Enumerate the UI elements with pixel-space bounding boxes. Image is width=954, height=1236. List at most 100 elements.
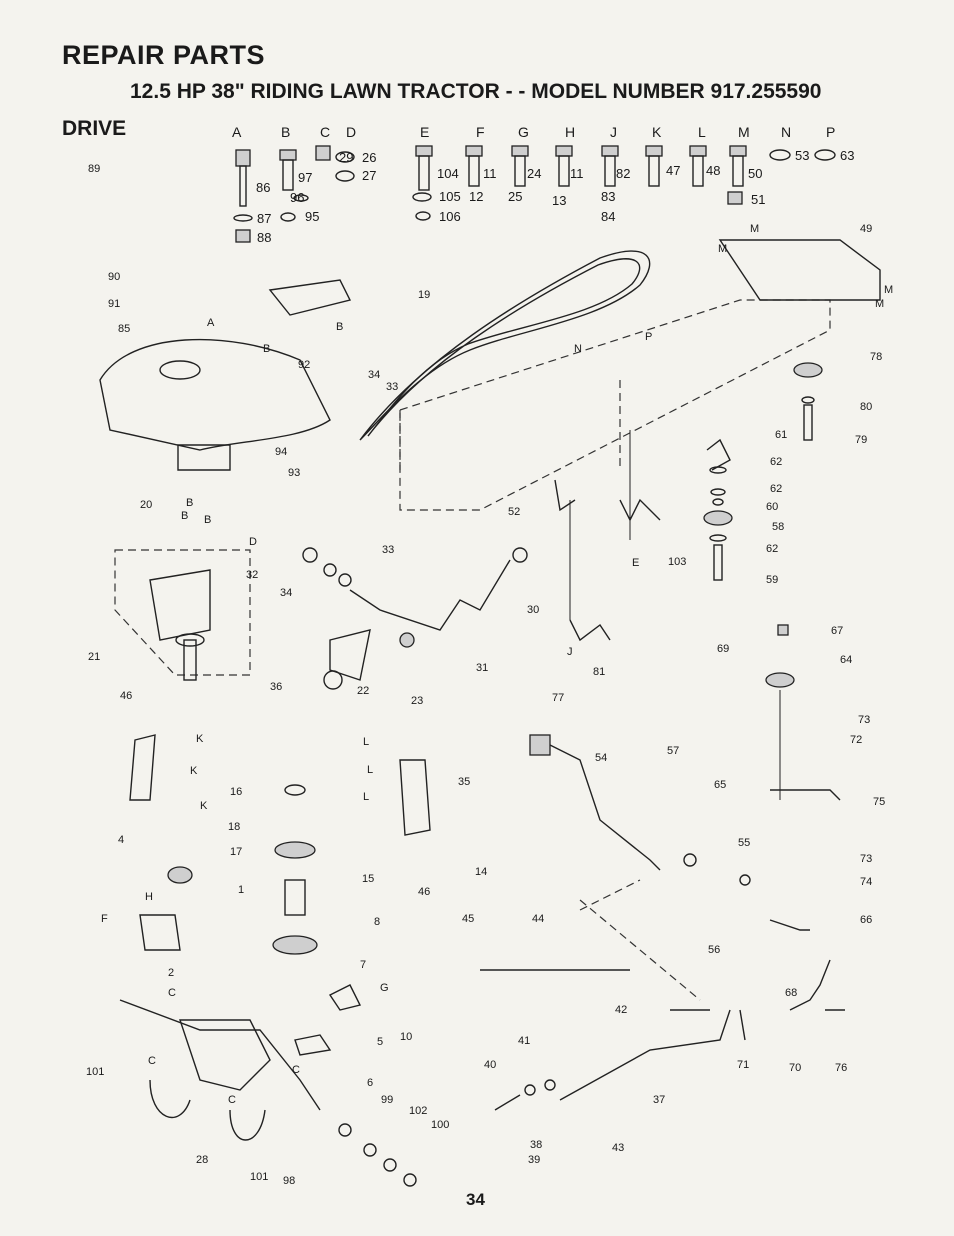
key-column-D: D — [346, 124, 356, 140]
key-part-number: 47 — [666, 163, 680, 178]
callout-33: 33 — [386, 381, 398, 393]
key-part-number: 11 — [570, 166, 584, 181]
callout-8: 8 — [374, 916, 380, 928]
letter-ref-N: N — [574, 343, 582, 355]
callout-56: 56 — [708, 944, 720, 956]
callout-41: 41 — [518, 1035, 530, 1047]
key-column-B: B — [281, 124, 290, 140]
key-column-A: A — [232, 124, 242, 140]
key-column-E: E — [420, 124, 429, 140]
letter-ref-L: L — [363, 736, 369, 748]
callout-59: 59 — [766, 574, 778, 586]
key-column-G: G — [518, 124, 529, 140]
callout-10: 10 — [400, 1031, 412, 1043]
callout-101: 101 — [86, 1066, 104, 1078]
key-part-number: 82 — [616, 166, 630, 181]
letter-ref-P: P — [645, 331, 652, 343]
frame-outline — [399, 239, 881, 511]
callout-78: 78 — [870, 351, 882, 363]
page-title: REPAIR PARTS — [62, 40, 266, 70]
callout-74: 74 — [860, 876, 872, 888]
letter-ref-L: L — [367, 764, 373, 776]
callout-15: 15 — [362, 873, 374, 885]
callout-5: 5 — [377, 1036, 383, 1048]
key-part-number: 88 — [257, 230, 271, 245]
callout-66: 66 — [860, 914, 872, 926]
callout-34: 34 — [280, 587, 292, 599]
key-part-number: 105 — [439, 189, 461, 204]
callout-71: 71 — [737, 1059, 749, 1071]
part-number-callouts: 8990918592193433497880799493202132343330… — [86, 163, 885, 1187]
letter-ref-A: A — [207, 317, 215, 329]
callout-16: 16 — [230, 786, 242, 798]
callout-90: 90 — [108, 271, 120, 283]
key-part-number: 97 — [298, 170, 312, 185]
transaxle-assembly — [119, 784, 417, 1187]
callout-93: 93 — [288, 467, 300, 479]
letter-ref-J: J — [567, 646, 573, 658]
callout-58: 58 — [772, 521, 784, 533]
section-heading: DRIVE — [62, 117, 127, 140]
key-part-number: 25 — [508, 189, 522, 204]
key-part-number: 63 — [840, 148, 854, 163]
callout-31: 31 — [476, 662, 488, 674]
key-part-number: 86 — [256, 180, 270, 195]
control-rods — [480, 879, 845, 1111]
callout-75: 75 — [873, 796, 885, 808]
brake-bracket — [177, 279, 352, 471]
callout-60: 60 — [766, 501, 778, 513]
callout-98: 98 — [283, 1175, 295, 1187]
brake-pedal-assembly — [129, 734, 751, 886]
seat-pan — [99, 338, 331, 451]
callout-37: 37 — [653, 1094, 665, 1106]
letter-ref-K: K — [200, 800, 208, 812]
callout-6: 6 — [367, 1077, 373, 1089]
letter-ref-M: M — [875, 298, 884, 310]
callout-18: 18 — [228, 821, 240, 833]
key-part-number: 106 — [439, 209, 461, 224]
callout-32: 32 — [246, 569, 258, 581]
callout-76: 76 — [835, 1062, 847, 1074]
callout-45: 45 — [462, 913, 474, 925]
letter-ref-E: E — [632, 557, 639, 569]
key-part-number: 27 — [362, 168, 376, 183]
key-part-number: 12 — [469, 189, 483, 204]
callout-94: 94 — [275, 446, 287, 458]
callout-102: 102 — [409, 1105, 427, 1117]
key-column-C: C — [320, 124, 330, 140]
letter-ref-K: K — [190, 765, 198, 777]
callout-17: 17 — [230, 846, 242, 858]
callout-89: 89 — [88, 163, 100, 175]
letter-ref-B: B — [186, 497, 193, 509]
callout-34: 34 — [368, 369, 380, 381]
callout-67: 67 — [831, 625, 843, 637]
clutch-assembly-20 — [114, 549, 251, 681]
callout-61: 61 — [775, 429, 787, 441]
callout-43: 43 — [612, 1142, 624, 1154]
callout-68: 68 — [785, 987, 797, 999]
key-part-number: 83 — [601, 189, 615, 204]
pulley-stack-right — [703, 362, 841, 931]
page-number: 34 — [466, 1190, 485, 1209]
letter-ref-M: M — [750, 223, 759, 235]
key-part-number: 48 — [706, 163, 720, 178]
callout-81: 81 — [593, 666, 605, 678]
callout-62: 62 — [770, 456, 782, 468]
callout-44: 44 — [532, 913, 544, 925]
letter-ref-G: G — [380, 982, 389, 994]
callout-22: 22 — [357, 685, 369, 697]
callout-42: 42 — [615, 1004, 627, 1016]
callout-39: 39 — [528, 1154, 540, 1166]
callout-103: 103 — [668, 556, 686, 568]
callout-33: 33 — [382, 544, 394, 556]
key-column-F: F — [476, 124, 485, 140]
key-part-number: 26 — [362, 150, 376, 165]
key-part-number: 51 — [751, 192, 765, 207]
key-part-number: 29 — [339, 150, 353, 165]
callout-70: 70 — [789, 1062, 801, 1074]
key-column-M: M — [738, 124, 750, 140]
key-column-K: K — [652, 124, 662, 140]
